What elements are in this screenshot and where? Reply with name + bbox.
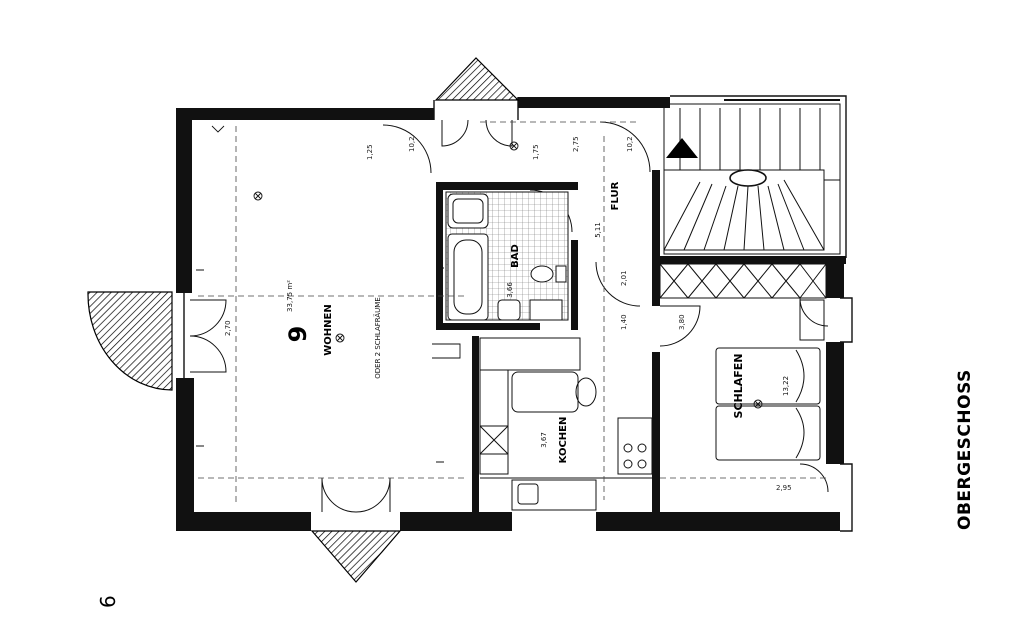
floor-title: OBERGESCHOSS: [955, 369, 975, 530]
room-label-flur: FLUR: [610, 181, 621, 210]
room-label-kochen: KOCHEN: [558, 417, 569, 464]
note-schlafen-area: 13,22: [782, 376, 790, 396]
outlet-symbols: [196, 125, 763, 463]
interior-walls: [436, 170, 846, 512]
bay-window-top: [434, 57, 520, 101]
room-number: 9: [284, 326, 312, 343]
kitchen-fixtures: [479, 337, 653, 511]
note-wohnen-area: 33,75 m²: [286, 280, 294, 312]
stair-direction-arrow: [666, 138, 698, 158]
dimension-label: 1,75: [532, 144, 540, 160]
note-bad-area: 3,66: [506, 282, 514, 298]
bay-window-bottom: [310, 530, 402, 583]
room-label-bad: BAD: [510, 244, 521, 268]
reference-lines: [198, 121, 826, 506]
dimension-label: 2,75: [572, 136, 580, 152]
outer-frame-lines: [183, 95, 853, 532]
beds: [715, 299, 825, 461]
dimension-label: 1,25: [366, 144, 374, 160]
room-label-wohnen: WOHNEN: [323, 304, 334, 355]
outer-walls: [176, 97, 844, 531]
room-label-schlafen: SCHLAFEN: [732, 354, 745, 419]
dimension-label: 2,70: [224, 320, 232, 336]
bathroom-fixtures: [445, 191, 569, 321]
balcony-left: [87, 291, 173, 391]
storage-band: [659, 263, 827, 299]
dimension-label: 10,2: [408, 136, 416, 152]
dimension-label: 2,01: [620, 270, 628, 286]
page-number: 6: [96, 595, 120, 608]
note-kochen-area: 3,67: [540, 432, 548, 448]
staircase: [663, 99, 841, 255]
note-flur-area: 5,11: [594, 222, 602, 238]
dimension-label: 1,40: [620, 314, 628, 330]
note-wohnen-alt-use: ODER 2 SCHLAFRÄUME: [373, 297, 382, 379]
dimension-label: 3,80: [678, 314, 686, 330]
dimension-label: 2,95: [776, 484, 792, 492]
dimension-label: 10,2: [626, 136, 634, 152]
